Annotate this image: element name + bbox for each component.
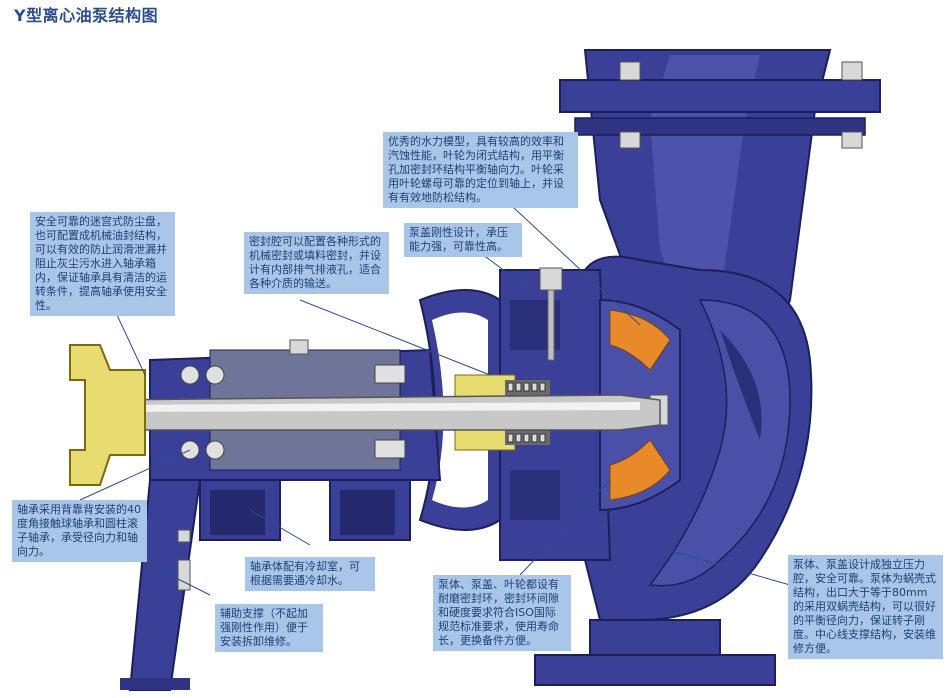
bearing-ball-2 — [205, 365, 225, 385]
callout-seal-chamber: 密封腔可以配置各种形式的机械密封或填料密封，并设计有内部排气排液孔，适合各种介质… — [244, 232, 389, 294]
callout-auxiliary-support: 辅助支撑（不起加强刚性作用）便于安装拆卸维修。 — [215, 604, 323, 652]
flange-bolt-4 — [841, 131, 863, 149]
callout-bearing: 轴承采用背靠背安装的40度角接触球轴承和圆柱滚子轴承，承受径向力和轴向力。 — [12, 500, 147, 562]
auxiliary-support — [120, 479, 202, 691]
callout-hydraulic-model: 优秀的水力模型，具有较高的效率和汽蚀性能，叶轮为闭式结构，用平衡孔加密封环结构平… — [383, 132, 578, 208]
roller-bearing-bottom — [374, 439, 406, 459]
diagram-title: Y型离心油泵结构图 — [14, 6, 159, 25]
flange-bolt-2 — [841, 61, 863, 81]
bearing-ball-1 — [180, 365, 200, 385]
callout-pump-cover: 泵盖刚性设计，承压能力强，可靠性高。 — [404, 223, 522, 257]
discharge-flange — [559, 79, 881, 113]
callout-cooling-chamber: 轴承体配有冷却室，可根据需要通冷却水。 — [245, 557, 375, 591]
coupling — [69, 344, 146, 486]
callout-volute-casing: 泵体、泵盖设计成独立压力腔，安全可靠。泵体为蜗壳式结构，出口大于等于80mm的采… — [788, 555, 943, 659]
callout-dust-seal: 安全可靠的迷宫式防尘盘，也可配置成机械油封结构，可以有效的防止润滑泄漏并阻止灰尘… — [30, 212, 175, 316]
flange-bolt-3 — [619, 131, 641, 149]
bearing-ball-4 — [205, 440, 225, 460]
flange-bolt-1 — [619, 61, 641, 81]
cover-vent-plug — [539, 267, 563, 291]
seal-chamber — [454, 374, 550, 451]
shaft — [94, 394, 661, 431]
roller-bearing-top — [374, 364, 406, 384]
callout-wear-ring: 泵体、泵盖、叶轮都设有耐磨密封环，密封环间隙和硬度要求符合ISO国际规范标准要求… — [433, 575, 571, 651]
